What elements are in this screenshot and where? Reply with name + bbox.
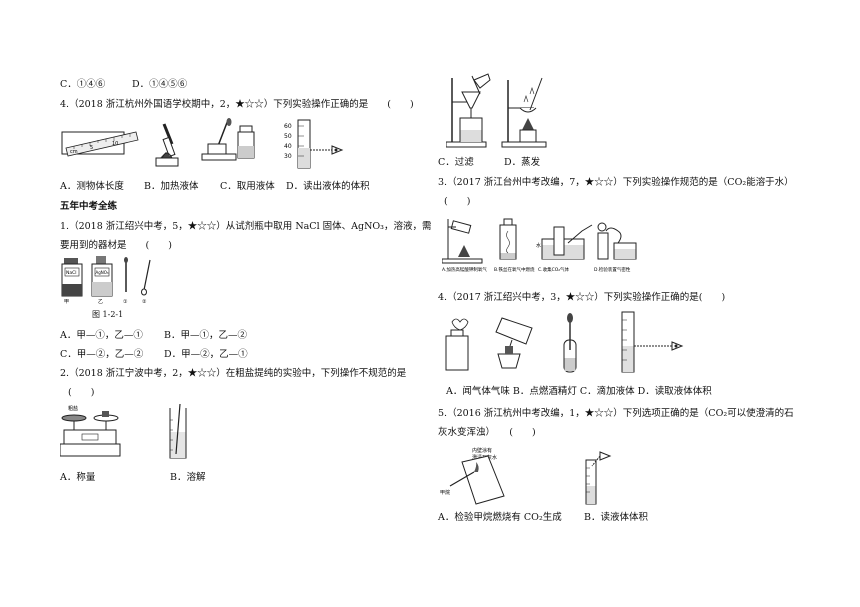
ruler-mark-5: 5 (90, 145, 93, 151)
prev-option-d-right: D．蒸发 (504, 157, 541, 168)
nacl-bottle: NaCl (61, 258, 83, 297)
q1-option-a: A．甲—①，乙—① (60, 330, 143, 341)
q4-option-d: D．读出液体的体积 (286, 181, 370, 192)
eye-icon-q5 (599, 451, 612, 461)
q5-stem-line1: 5.（2016 浙江杭州中考改编，1，★☆☆）下列选项正确的是（CO₂可以使澄清… (438, 408, 794, 419)
q3-figure-b: B.铁丝在氧气中燃烧 (494, 218, 535, 273)
q4r-stem: 4.（2017 浙江绍兴中考，3，★☆☆）下列实验操作正确的是( ) (438, 292, 726, 303)
q2-stem-line1: 2.（2018 浙江宁波中考，2，★☆☆）在粗盐提纯的实验中，下列操作不规范的是 (60, 368, 407, 379)
svg-text:B.铁丝在氧气中燃烧: B.铁丝在氧气中燃烧 (494, 266, 535, 273)
svg-text:40: 40 (284, 143, 292, 150)
q1-option-d: D．甲—②，乙—① (164, 349, 248, 360)
svg-text:粗盐: 粗盐 (68, 405, 78, 412)
svg-text:乙: 乙 (98, 298, 103, 304)
svg-text:60: 60 (284, 123, 292, 130)
q3-figure-d: D.检验装置气密性 (594, 222, 637, 273)
svg-text:②: ② (142, 299, 147, 304)
svg-text:50: 50 (284, 133, 292, 140)
q4-figures: cm 5 10 (60, 118, 350, 170)
cylinder-figure: 60 50 40 30 (284, 119, 344, 169)
q5-option-b: B．读液体体积 (584, 512, 648, 523)
filter-evaporate-figures (446, 72, 556, 150)
balance-figure: 粗盐 (60, 405, 121, 457)
svg-text:水: 水 (536, 242, 541, 249)
svg-text:甲烷: 甲烷 (440, 489, 450, 496)
ruler-mark-10: 10 (112, 141, 118, 147)
drop-liquid-figure (563, 313, 577, 373)
dropper-figure (201, 118, 255, 161)
evaporation-figure (501, 77, 547, 148)
read-volume-figure (621, 311, 684, 373)
q3-figure-c: 水 C.收集CO₂气体 (536, 224, 593, 273)
svg-text:内壁涂有: 内壁涂有 (472, 447, 492, 454)
q2-figures: 粗盐 (60, 402, 200, 464)
q3-figure-a: A.加热高锰酸钾制氧气 (442, 219, 487, 273)
cylinder-read-figure (585, 451, 612, 505)
q4-stem: 4.（2018 浙江杭州外国语学校期中，2，★☆☆）下列实验操作正确的是 ( ) (60, 99, 414, 110)
q1-option-c: C．甲—②，乙—② (60, 349, 144, 360)
svg-text:C.收集CO₂气体: C.收集CO₂气体 (538, 266, 570, 273)
filtration-figure (446, 73, 491, 148)
methane-beaker-figure: 内壁涂有 澄清石灰水 甲烷 (440, 447, 505, 505)
q1-figure: NaCl AgNO₃ 甲 乙 ① ② (60, 256, 170, 304)
smell-gas-figure (445, 318, 469, 371)
q4-option-c: C．取用液体 (220, 181, 275, 192)
q2-option-b: B．溶解 (170, 472, 206, 483)
spoon-2 (141, 259, 151, 296)
q4r-options: A．闻气体气味 B．点燃酒精灯 C．滴加液体 D．读取液体体积 (446, 386, 712, 397)
q2-option-a: A．称量 (60, 472, 96, 483)
q4-option-b: B．加热液体 (144, 181, 199, 192)
q5-figures: 内壁涂有 澄清石灰水 甲烷 (440, 446, 640, 506)
prev-option-c: C．①④⑥ (60, 79, 106, 90)
q3-stem-line1: 3.（2017 浙江台州中考改编，7，★☆☆）下列实验操作规范的是（CO₂能溶于… (438, 177, 794, 188)
q1-option-b: B．甲—①，乙—② (164, 330, 247, 341)
q3-figures: A.加热高锰酸钾制氧气 B.铁丝在氧气中燃烧 水 C.收集CO₂气体 (442, 215, 642, 277)
light-lamp-figure (495, 317, 533, 369)
q1-stem-line1: 1.（2018 浙江绍兴中考，5，★☆☆）从试剂瓶中取用 NaCl 固体、AgN… (60, 221, 432, 232)
svg-text:①: ① (123, 299, 128, 304)
q2-stem-line2: ( ) (68, 387, 95, 398)
q4-option-a: A．测物体长度 (60, 181, 124, 192)
ruler-figure: cm 5 10 (61, 131, 139, 157)
svg-text:NaCl: NaCl (66, 270, 77, 276)
svg-text:D.检验装置气密性: D.检验装置气密性 (594, 266, 631, 273)
prev-option-d: D．①④⑤⑥ (132, 79, 188, 90)
svg-text:AgNO₃: AgNO₃ (96, 270, 109, 275)
q1-stem-line2: 要用到的器材是 ( ) (60, 240, 172, 251)
beaker-stirring-figure (169, 403, 187, 459)
svg-text:甲: 甲 (64, 299, 69, 304)
dropper-1 (124, 257, 128, 292)
svg-text:A.加热高锰酸钾制氧气: A.加热高锰酸钾制氧气 (442, 266, 487, 273)
figure-caption: 图 1-2-1 (92, 310, 124, 319)
q3-stem-line2: ( ) (444, 196, 471, 207)
q5-option-a: A．检验甲烷燃烧有 CO₂生成 (438, 512, 562, 523)
agno3-bottle: AgNO₃ (91, 256, 113, 297)
prev-option-c-right: C．过滤 (438, 157, 474, 168)
svg-text:30: 30 (284, 153, 292, 160)
q5-stem-line2: 灰水变浑浊） ( ) (438, 427, 536, 438)
q4r-figures (442, 310, 692, 374)
ruler-unit: cm (70, 149, 78, 155)
section-title: 五年中考全练 (60, 201, 118, 212)
heating-figure (155, 123, 179, 167)
